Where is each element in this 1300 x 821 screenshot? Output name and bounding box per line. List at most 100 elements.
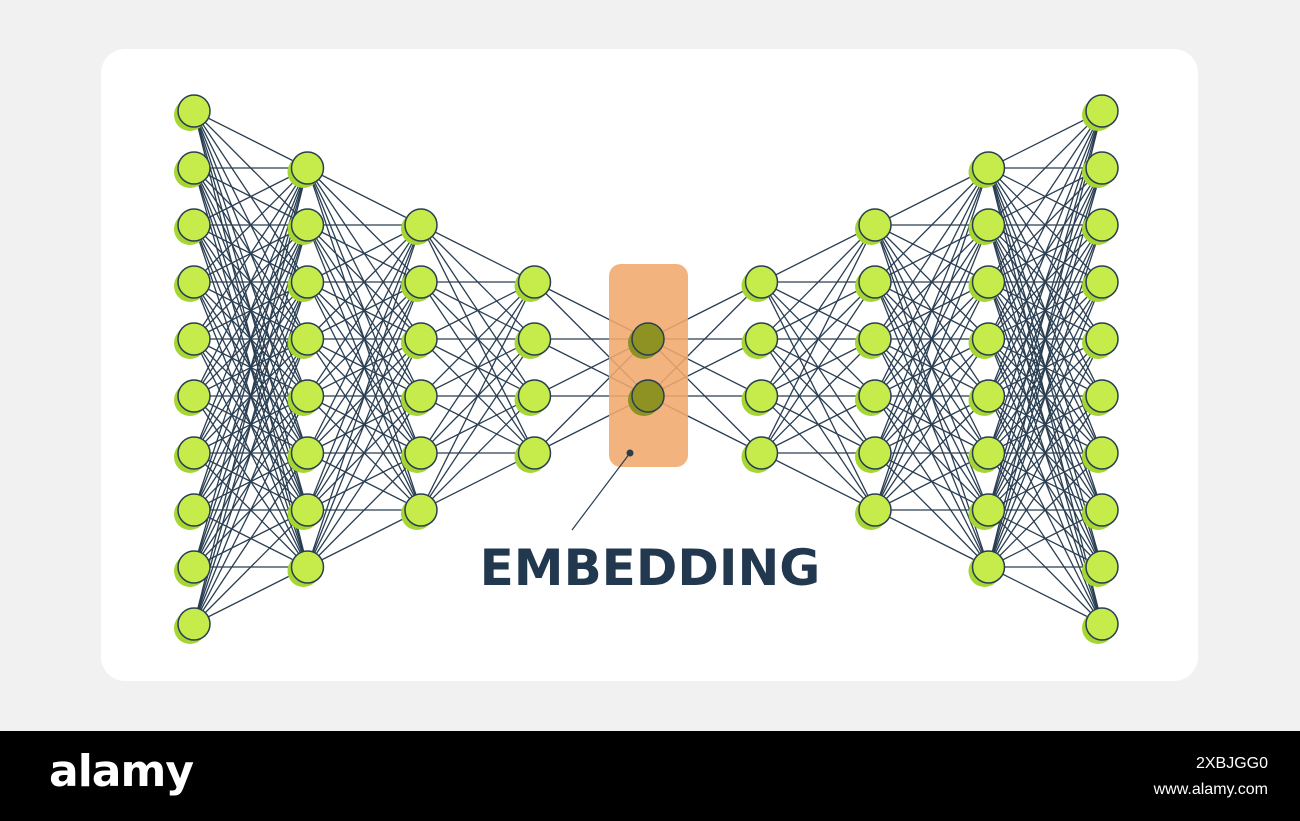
embedding-label: EMBEDDING	[480, 539, 821, 597]
node	[968, 208, 1006, 245]
node	[514, 436, 552, 473]
node	[741, 322, 779, 359]
node	[968, 436, 1006, 473]
node	[855, 208, 892, 245]
node	[1082, 607, 1119, 644]
node-circle	[290, 322, 325, 356]
node	[741, 379, 779, 416]
node	[174, 265, 211, 302]
edge	[987, 110, 1103, 397]
node-circle	[858, 436, 892, 470]
edge	[420, 338, 536, 511]
node-circle	[177, 265, 211, 299]
node-circle	[1085, 265, 1119, 299]
node-circle	[290, 436, 325, 470]
node-circle	[971, 151, 1006, 185]
node-circle	[517, 322, 552, 356]
node	[287, 493, 325, 530]
node-circle	[517, 265, 552, 299]
edge	[193, 167, 309, 454]
node-circle	[290, 379, 325, 413]
edge	[193, 167, 309, 625]
node	[1082, 322, 1119, 359]
node-circle	[404, 322, 438, 356]
node	[1082, 151, 1119, 188]
node-circle	[858, 265, 892, 299]
edge	[306, 281, 422, 568]
node	[1082, 379, 1119, 416]
node-circle	[1085, 94, 1119, 128]
edge	[987, 338, 1103, 568]
node-circle	[177, 322, 211, 356]
edge	[193, 167, 309, 340]
node-circle	[971, 493, 1006, 527]
node-circle	[177, 379, 211, 413]
node	[174, 208, 211, 245]
node-circle	[744, 436, 779, 470]
footer-bar: alamy 2XBJGG0 www.alamy.com	[0, 731, 1300, 821]
node-circle	[744, 265, 779, 299]
edge	[874, 167, 990, 340]
edge	[307, 224, 422, 340]
node	[855, 493, 892, 530]
node	[174, 94, 211, 131]
embedding-pointer-dot	[626, 449, 634, 457]
node	[401, 436, 438, 473]
node	[741, 265, 779, 302]
node-circle	[290, 550, 325, 584]
edge	[988, 110, 1103, 226]
node	[855, 265, 892, 302]
node	[1082, 265, 1119, 302]
node	[968, 322, 1006, 359]
node	[174, 493, 211, 530]
edge	[987, 281, 1103, 568]
node	[968, 379, 1006, 416]
node	[968, 493, 1006, 530]
node	[287, 379, 325, 416]
edge	[420, 224, 535, 283]
edge	[874, 167, 989, 283]
node-circle	[177, 550, 211, 584]
edge	[193, 167, 308, 283]
node-circle	[1085, 379, 1119, 413]
node-circle	[517, 379, 552, 413]
edge	[987, 110, 1103, 568]
autoencoder-diagram: EMBEDDING	[174, 94, 1119, 644]
embedding-highlight	[609, 264, 688, 467]
node-circle	[290, 493, 325, 527]
node	[855, 379, 892, 416]
edge	[874, 338, 990, 511]
node-circle	[1085, 493, 1119, 527]
footer-image-id: 2XBJGG0	[1195, 755, 1268, 772]
node-circle	[290, 265, 325, 299]
edge	[306, 395, 422, 568]
node	[174, 151, 211, 188]
edge	[193, 452, 309, 625]
node	[401, 208, 438, 245]
node	[855, 436, 892, 473]
node-circle	[971, 208, 1006, 242]
node-circle	[177, 208, 211, 242]
edge	[307, 167, 422, 226]
edge	[193, 509, 308, 625]
node-circle	[858, 208, 892, 242]
embedding-node	[628, 322, 665, 359]
edge	[874, 167, 990, 454]
node-circle	[971, 550, 1006, 584]
edge	[761, 224, 876, 340]
node-circle	[1085, 208, 1119, 242]
node	[514, 379, 552, 416]
edge	[987, 395, 1103, 568]
edge	[761, 452, 876, 511]
edge	[306, 338, 422, 568]
edge	[307, 452, 422, 568]
node-circle	[631, 379, 665, 413]
edge	[874, 509, 989, 568]
edge	[761, 338, 876, 454]
node	[174, 436, 211, 473]
neurons	[174, 94, 1119, 644]
node	[1082, 550, 1119, 587]
node-circle	[1085, 607, 1119, 641]
node	[968, 265, 1006, 302]
node-circle	[177, 151, 211, 185]
